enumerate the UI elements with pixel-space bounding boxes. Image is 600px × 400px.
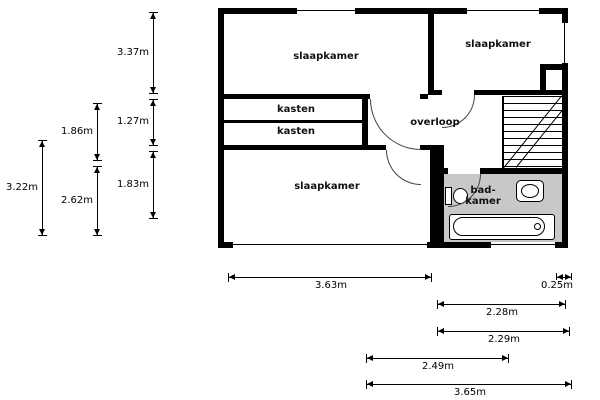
dimension-label-3-65m: 3.65m xyxy=(444,387,496,398)
dimension-line-2-29m xyxy=(437,327,570,336)
dimension-label-3-63m: 3.63m xyxy=(305,280,357,291)
dimension-line-1-83m xyxy=(149,151,158,219)
room-label-bathroom: bad-kamer xyxy=(465,185,501,207)
sink-basin xyxy=(521,184,539,198)
wall-bathroom-top-a xyxy=(444,168,448,174)
dimension-label-2-28m: 2.28m xyxy=(476,307,528,318)
dimension-label-1-27m: 1.27m xyxy=(108,116,150,127)
stairs xyxy=(503,95,563,168)
room-label-landing: overloop xyxy=(410,117,460,128)
dimension-line-2-62m xyxy=(93,166,102,236)
dimension-label-1-83m: 1.83m xyxy=(108,179,150,190)
bathtub-inner xyxy=(453,217,545,236)
dimension-line-3-63m xyxy=(228,273,432,282)
wall-above-bedroom-bottom-a xyxy=(224,145,386,150)
dimension-label-2-62m: 2.62m xyxy=(52,195,94,206)
dimension-line-2-28m xyxy=(437,300,566,309)
dimension-label-3-37m: 3.37m xyxy=(108,47,150,58)
dimension-label-2-49m: 2.49m xyxy=(412,361,464,372)
dimension-line-1-86m xyxy=(93,103,102,161)
wall-above-bedroom-bottom-b xyxy=(420,145,444,150)
window-bedroom-top-right xyxy=(466,8,540,14)
wall-below-bedroom-top-right-a xyxy=(434,90,442,95)
wall-right xyxy=(562,8,568,248)
wall-closet-divider xyxy=(224,120,362,123)
wall-bedroom-bathroom xyxy=(430,150,444,248)
room-label-bedroom-top-right: slaapkamer xyxy=(465,39,531,50)
window-bedroom-bottom xyxy=(232,242,428,248)
room-label-closet-lower: kasten xyxy=(276,126,316,137)
wall-top xyxy=(218,8,568,14)
stairs-diagonal xyxy=(503,95,563,168)
dimension-line-2-49m xyxy=(366,354,509,363)
dimension-label-3-22m: 3.22m xyxy=(0,182,39,193)
dimension-line-3-65m xyxy=(366,380,572,389)
stairs-diagonal xyxy=(515,109,563,168)
dimension-label-1-86m: 1.86m xyxy=(52,126,94,137)
dimension-label-2-29m: 2.29m xyxy=(478,334,530,345)
room-label-bedroom-top-left: slaapkamer xyxy=(293,51,359,62)
wall-bathroom-top-b xyxy=(480,168,568,174)
wall-left xyxy=(218,8,224,248)
wall-below-bedroom-top-left-b xyxy=(420,94,428,99)
window-bathroom xyxy=(490,242,556,248)
wall-nook-top xyxy=(540,64,568,70)
wall-closet-right xyxy=(362,94,368,150)
dimension-label-0-25m: 0.25m xyxy=(528,280,574,291)
window-bedroom-top-left xyxy=(296,8,356,14)
door-arc-bedroom-bottom xyxy=(386,150,421,185)
wall-below-bedroom-top-right-b xyxy=(474,90,568,95)
wall-between-top-bedrooms xyxy=(428,8,434,95)
wall-nook-left xyxy=(540,64,546,90)
dimension-line-3-37m xyxy=(149,12,158,94)
bathtub xyxy=(449,214,555,240)
dimension-line-1-27m xyxy=(149,99,158,146)
bathtub-drain xyxy=(534,223,541,230)
dimension-line-3-22m xyxy=(38,140,47,236)
dimension-line-0-25m xyxy=(556,273,572,282)
wall-stairs-left xyxy=(502,96,504,168)
window-bedroom-top-right-side xyxy=(562,22,568,64)
room-label-closet-upper: kasten xyxy=(276,104,316,115)
wall-below-bedroom-top-left-a xyxy=(224,94,370,99)
room-label-bedroom-bottom: slaapkamer xyxy=(294,181,360,192)
